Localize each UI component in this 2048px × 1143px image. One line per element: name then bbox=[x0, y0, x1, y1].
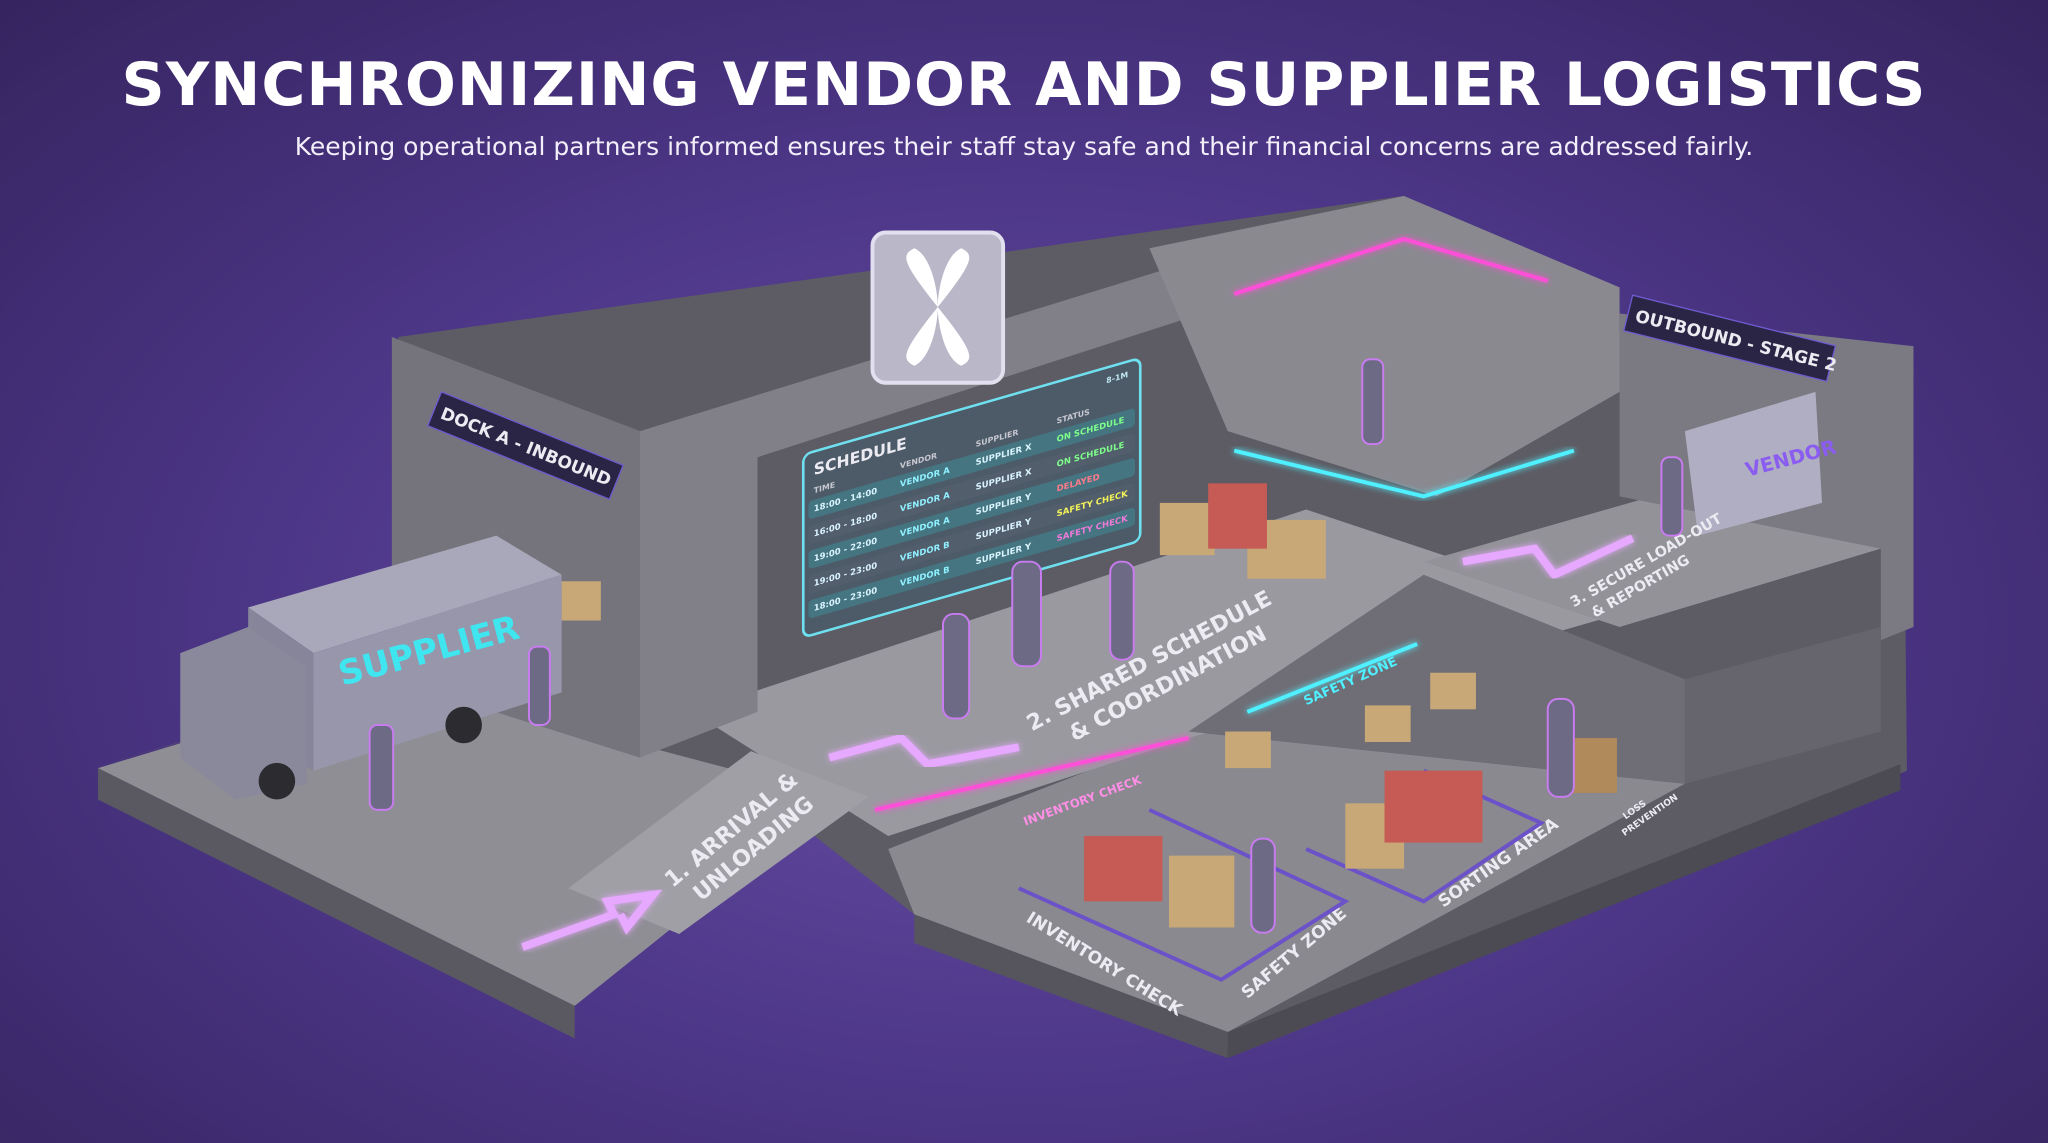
arrow-step2 bbox=[828, 733, 1020, 769]
schedule-board: SCHEDULE 8-1M TIME VENDOR SUPPLIER STATU… bbox=[801, 358, 1142, 637]
zone-outline-inventory bbox=[1017, 808, 1350, 982]
neon-strip-pink-lower bbox=[874, 736, 1190, 812]
workers bbox=[368, 358, 1684, 934]
floor-lower-edge-right bbox=[1227, 764, 1901, 1059]
logo-sign bbox=[870, 230, 1006, 385]
schedule-row-bg bbox=[808, 508, 1136, 619]
neon-strip-cyan-office bbox=[1233, 448, 1575, 499]
schedule-row-bg bbox=[808, 408, 1136, 519]
schedule-row-bg bbox=[808, 483, 1136, 594]
vendor-van: VENDOR bbox=[1684, 391, 1839, 536]
supplier-truck: SUPPLIER bbox=[180, 535, 562, 800]
page-subtitle: Keeping operational partners informed en… bbox=[294, 132, 1754, 161]
neon-strip-pink-top bbox=[1233, 237, 1549, 296]
page-title: SYNCHRONIZING VENDOR AND SUPPLIER LOGIST… bbox=[121, 50, 1927, 120]
floor-left-edge bbox=[97, 768, 575, 1039]
ramp bbox=[568, 751, 869, 934]
wall-back-upper bbox=[1149, 195, 1620, 497]
floor-lower bbox=[888, 731, 1685, 1032]
forklifts bbox=[1084, 483, 1483, 902]
schedule-row-bg bbox=[808, 458, 1136, 569]
schedule-row-bg bbox=[808, 433, 1136, 544]
arrow-step1 bbox=[521, 889, 663, 951]
floor-lower-edge bbox=[914, 914, 1228, 1059]
flower-logo-icon bbox=[906, 248, 970, 366]
neon-strip-cyan-lower bbox=[1246, 642, 1418, 714]
floor-mid bbox=[692, 509, 1620, 837]
arrow-step3 bbox=[1462, 534, 1635, 580]
